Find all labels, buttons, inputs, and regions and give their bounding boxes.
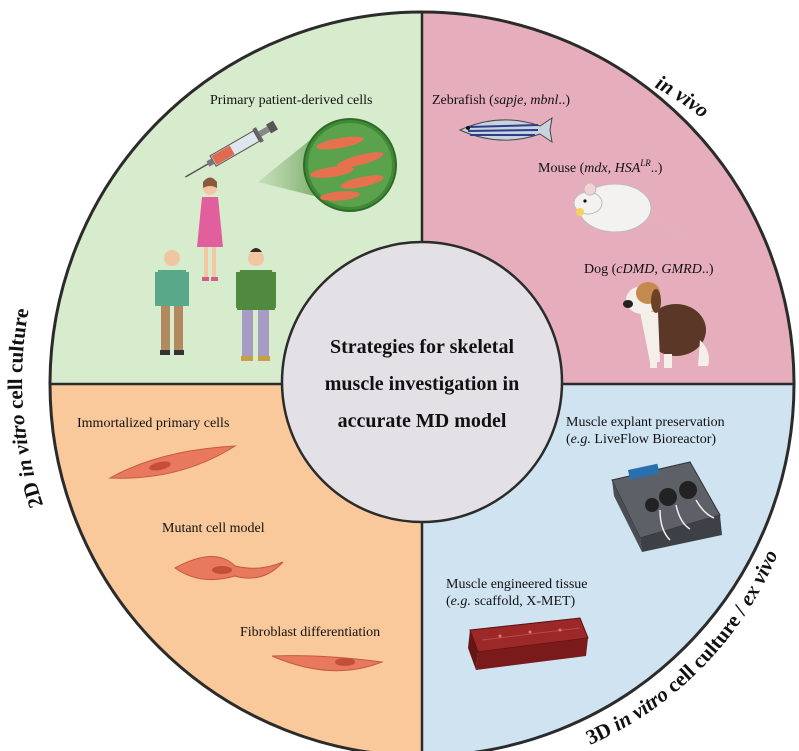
center-line-2: muscle investigation in [325,373,519,395]
label-engineered-2: (e.g. scaffold, X-MET) [446,594,576,609]
bioreactor-icon [611,461,722,552]
outer-ring [48,10,796,751]
mouse-icon [573,182,691,236]
tissue-scaffold-icon [468,617,589,670]
label-mutant: Mutant cell model [162,521,265,536]
label-mouse: Mouse (mdx, HSALR..) [538,158,663,176]
label-2d-in-vitro: 2D in vitro cell culture [3,306,48,511]
syringe-icon [185,120,278,178]
dog-icon [623,282,709,368]
label-primary-cells: Primary patient-derived cells [210,93,373,108]
label-fibroblast: Fibroblast differentiation [240,625,380,640]
man-icon [236,248,276,361]
label-dog: Dog (cDMD, GMRD..) [584,262,714,277]
center-line-1: Strategies for skeletal [330,336,514,358]
label-immortalized: Immortalized primary cells [77,416,229,431]
muscle-cell-icon [108,445,237,479]
center-line-3: accurate MD model [338,410,507,432]
label-explant-2: (e.g. LiveFlow Bioreactor) [566,432,716,447]
label-zebrafish: Zebrafish (sapje, mbnl..) [432,93,570,108]
muscle-cell-icon [174,556,284,581]
elderly-man-icon [155,250,189,355]
woman-icon [197,177,223,281]
zebrafish-icon [458,116,553,144]
label-explant-1: Muscle explant preservation [566,415,725,430]
center-circle [280,240,564,524]
label-engineered-1: Muscle engineered tissue [446,577,588,592]
muscle-cell-icon [303,118,397,212]
muscle-cell-icon [271,655,384,672]
